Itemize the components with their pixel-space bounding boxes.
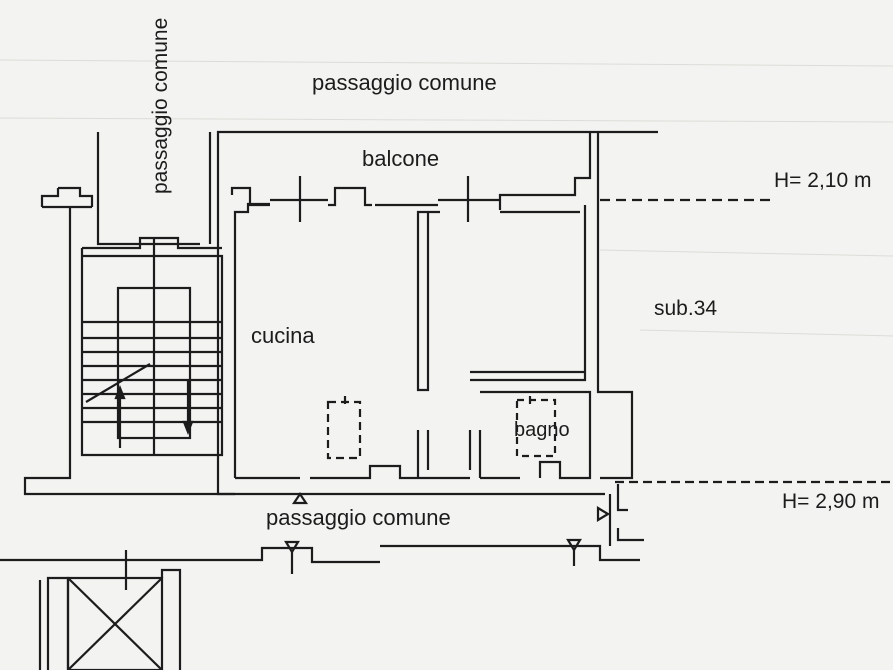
left-passage-walls — [96, 132, 212, 246]
label-kitchen: cucina — [251, 323, 315, 348]
lower-corridor — [0, 480, 893, 564]
window-marks — [270, 176, 500, 222]
apartment-walls — [216, 132, 634, 496]
stair-diagonal — [85, 363, 151, 403]
balcony-outline — [216, 130, 658, 250]
label-height-lower: H= 2,90 m — [782, 490, 880, 513]
label-bottom-passage: passaggio comune — [266, 505, 451, 530]
kitchen-fixture — [326, 400, 362, 460]
interior-partitions — [416, 390, 592, 480]
label-balcony: balcone — [362, 146, 440, 171]
elevator-shaft — [38, 550, 182, 670]
bathroom-fixture — [515, 398, 557, 458]
label-height-upper: H= 2,10 m — [774, 169, 872, 192]
label-top-passage: passaggio comune — [312, 70, 497, 95]
stair-treads — [82, 320, 222, 424]
paper-texture — [0, 59, 893, 337]
staircase — [23, 186, 235, 496]
label-bathroom: bagno — [514, 419, 570, 441]
label-left-passage: passaggio comune — [149, 17, 172, 194]
label-sub-unit: sub.34 — [654, 297, 718, 320]
door-symbols — [284, 492, 611, 574]
